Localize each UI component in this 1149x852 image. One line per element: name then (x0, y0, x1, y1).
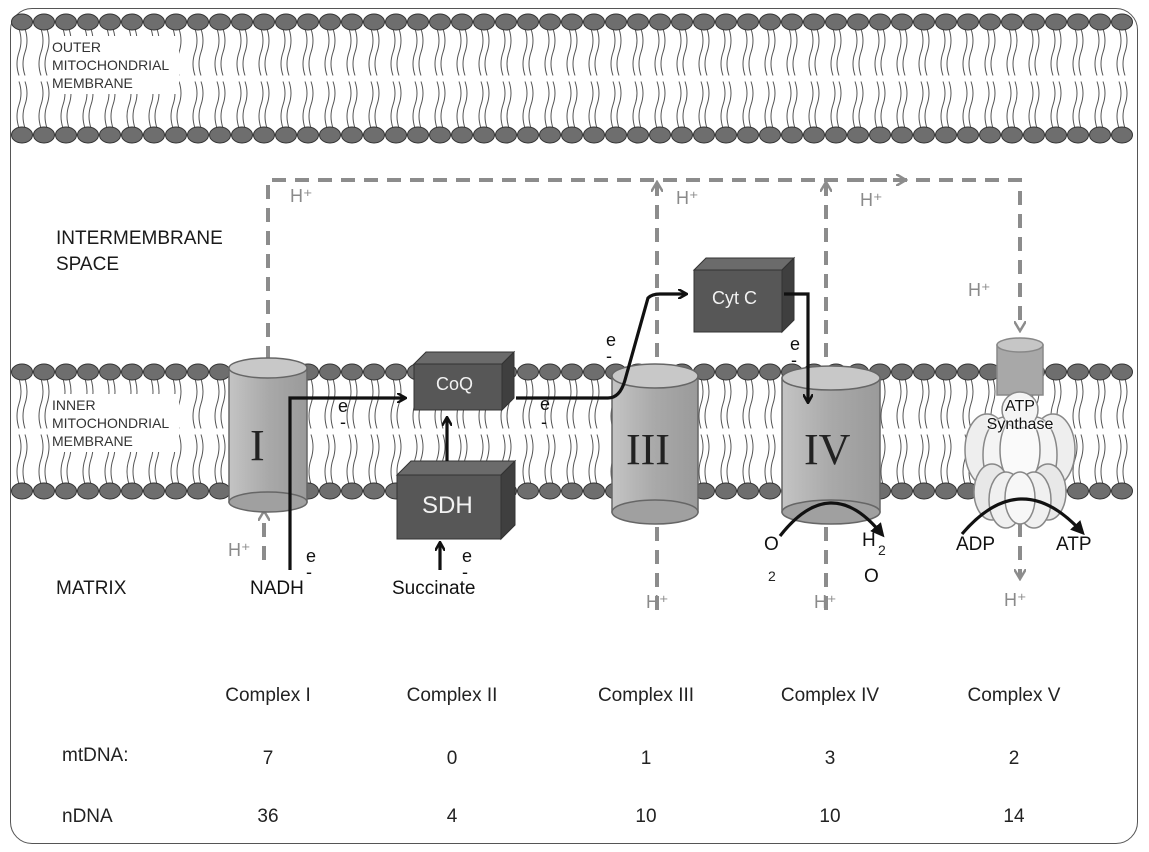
column-header: Complex IV (750, 685, 910, 707)
water-o-label: O (864, 566, 879, 588)
electron-charge: - (606, 346, 612, 367)
proton-label: H⁺ (676, 188, 699, 209)
inner-membrane-label: INNER MITOCHONDRIAL MEMBRANE (50, 394, 179, 452)
table-cell: 10 (606, 806, 686, 828)
column-header: Complex V (934, 685, 1094, 707)
oxygen-label: O (764, 534, 779, 556)
succinate-label: Succinate (392, 578, 475, 600)
proton-label: H⁺ (814, 592, 837, 613)
table-cell: 36 (228, 806, 308, 828)
row-label-mtdna: mtDNA: (62, 745, 129, 767)
cytc-label: Cyt C (712, 288, 757, 309)
column-header: Complex III (566, 685, 726, 707)
table-cell: 1 (606, 748, 686, 770)
complex-i-label: I (250, 420, 265, 471)
table-cell: 7 (228, 748, 308, 770)
electron-charge: - (791, 350, 797, 371)
electron-charge: - (306, 562, 312, 583)
intermembrane-space-label: INTERMEMBRANE SPACE (56, 226, 223, 278)
table-cell: 2 (974, 748, 1054, 770)
oxygen-subscript: 2 (768, 568, 776, 584)
complex-iv-label: IV (804, 424, 850, 475)
complex-iii-label: III (626, 424, 670, 475)
electron-charge: - (541, 412, 547, 433)
proton-label: H⁺ (646, 592, 669, 613)
adp-label: ADP (956, 534, 995, 556)
proton-label: H⁺ (228, 540, 251, 561)
electron-charge: - (340, 412, 346, 433)
column-header: Complex II (372, 685, 532, 707)
coq-label: CoQ (436, 374, 473, 395)
water-subscript: 2 (878, 542, 886, 558)
proton-label: H⁺ (860, 190, 883, 211)
outer-membrane-label: OUTER MITOCHONDRIAL MEMBRANE (50, 36, 179, 94)
matrix-label: MATRIX (56, 576, 126, 602)
table-cell: 3 (790, 748, 870, 770)
proton-label: H⁺ (968, 280, 991, 301)
table-cell: 0 (412, 748, 492, 770)
proton-label: H⁺ (1004, 590, 1027, 611)
proton-label: H⁺ (290, 186, 313, 207)
nadh-label: NADH (250, 578, 304, 600)
atp-synthase-label: ATP Synthase (962, 398, 1078, 434)
sdh-label: SDH (422, 492, 473, 520)
proton-path-complex-i (268, 180, 1020, 360)
outer-membrane (12, 14, 1133, 143)
row-label-ndna: nDNA (62, 806, 113, 828)
table-cell: 10 (790, 806, 870, 828)
table-cell: 14 (974, 806, 1054, 828)
water-h-label: H (862, 530, 876, 552)
table-cell: 4 (412, 806, 492, 828)
complex-i (229, 358, 307, 512)
column-header: Complex I (188, 685, 348, 707)
atp-label: ATP (1056, 534, 1092, 556)
